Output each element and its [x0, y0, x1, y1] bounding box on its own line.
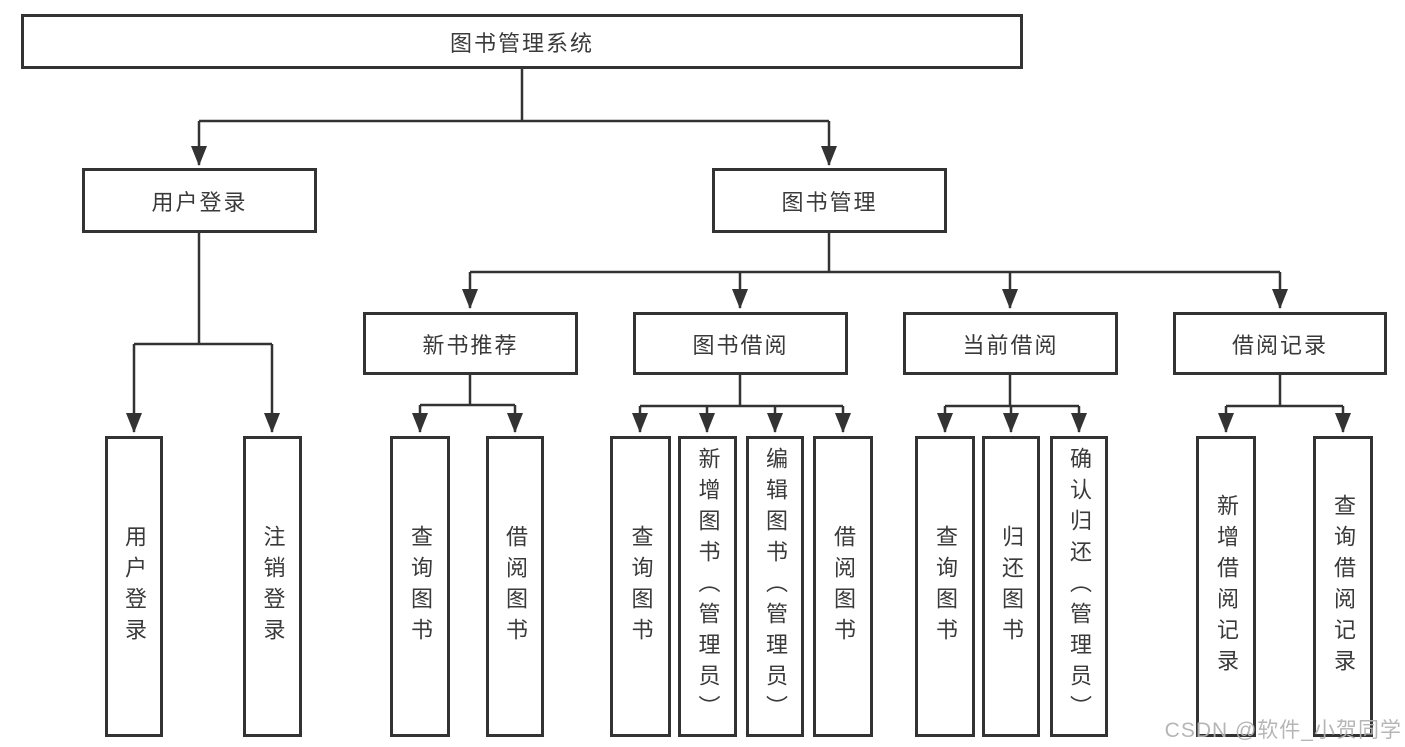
node-new-book-recommend: 新书推荐: [363, 312, 578, 375]
edge-new-book-bus: [420, 375, 515, 407]
leaf-user-login: 用户登录: [105, 436, 163, 737]
node-label: 当前借阅: [962, 332, 1059, 358]
leaf-label: 借阅图书: [503, 524, 528, 649]
leaf-edit-books-admin: 编辑图书（管理员）: [746, 436, 804, 737]
leaf-label: 编辑图书（管理员）: [763, 447, 788, 726]
node-label: 用户登录: [151, 189, 248, 215]
leaf-return-books: 归还图书: [982, 436, 1040, 737]
node-label: 图书管理: [781, 189, 878, 215]
node-label: 借阅记录: [1231, 332, 1328, 358]
leaf-borrow-books-recommend: 借阅图书: [486, 436, 544, 737]
node-label: 新书推荐: [422, 332, 519, 358]
leaf-label: 查询图书: [628, 524, 654, 649]
leaf-label: 新增借阅记录: [1214, 493, 1239, 680]
node-borrow-record: 借阅记录: [1173, 312, 1387, 375]
leaf-label: 查询图书: [408, 524, 433, 649]
leaf-logout: 注销登录: [243, 436, 302, 737]
leaf-label: 查询借阅记录: [1331, 493, 1356, 680]
leaf-label: 新增图书（管理员）: [695, 447, 721, 726]
node-label: 图书借阅: [692, 332, 789, 358]
leaf-label: 确认归还（管理员）: [1067, 447, 1092, 726]
leaf-label: 用户登录: [122, 524, 147, 649]
edge-book-borrow-bus: [640, 375, 843, 408]
leaf-add-borrow-record: 新增借阅记录: [1196, 436, 1256, 737]
leaf-label: 归还图书: [999, 524, 1024, 649]
csdn-watermark: CSDN @软件_小贺同学: [1164, 719, 1402, 742]
edge-user-login-bus: [134, 233, 272, 346]
edge-book-management-bus: [470, 233, 1280, 274]
leaf-query-books-current: 查询图书: [915, 436, 975, 737]
leaf-query-books-recommend: 查询图书: [390, 436, 450, 737]
edge-current-borrow-bus: [945, 375, 1079, 408]
leaf-label: 借阅图书: [831, 524, 856, 649]
leaf-query-borrow-record: 查询借阅记录: [1313, 436, 1373, 737]
node-library-management-system: 图书管理系统: [21, 14, 1023, 69]
node-book-management: 图书管理: [712, 168, 947, 233]
leaf-add-books-admin: 新增图书（管理员）: [678, 436, 737, 737]
node-book-borrow: 图书借阅: [633, 312, 848, 375]
edge-root-bus: [199, 69, 829, 123]
leaf-query-books-borrow: 查询图书: [610, 436, 671, 737]
leaf-label: 查询图书: [933, 524, 958, 649]
node-label: 图书管理系统: [449, 30, 594, 56]
leaf-label: 注销登录: [260, 524, 286, 649]
node-current-borrow: 当前借阅: [903, 312, 1118, 375]
edge-borrow-record-bus: [1226, 375, 1343, 408]
leaf-confirm-return-admin: 确认归还（管理员）: [1050, 436, 1108, 737]
node-user-login: 用户登录: [82, 168, 317, 233]
leaf-borrow-books: 借阅图书: [813, 436, 873, 737]
